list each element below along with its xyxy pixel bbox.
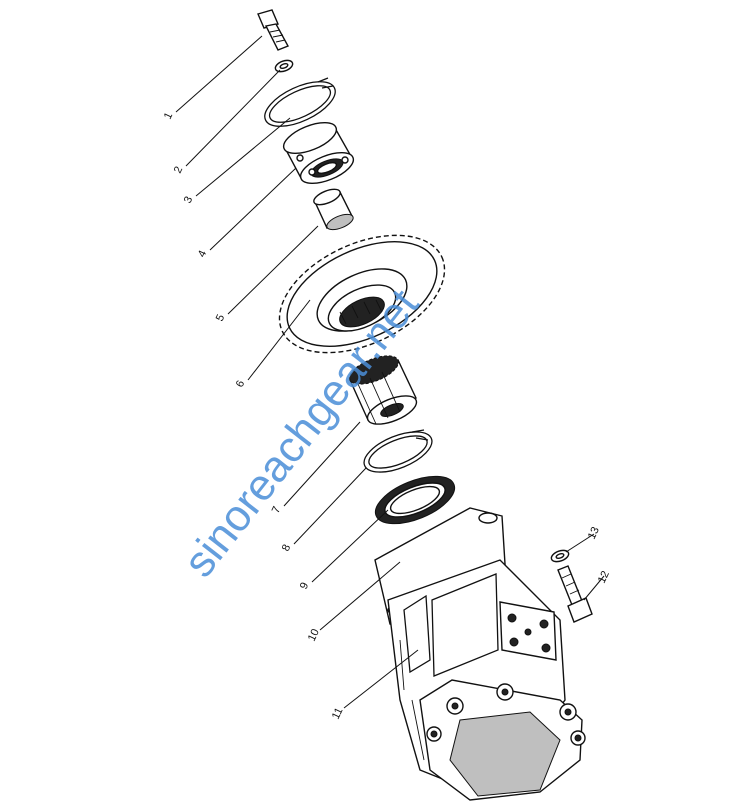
- callout-3: 3: [182, 195, 195, 206]
- callout-13: 13: [586, 525, 602, 541]
- callout-7: 7: [270, 505, 283, 516]
- callout-2: 2: [172, 165, 185, 176]
- part-1-bolt: [257, 9, 289, 51]
- part-3-bearing: [282, 122, 355, 184]
- part-13-washer: [550, 549, 570, 563]
- callout-10: 10: [306, 627, 322, 643]
- part-11-pump-body: [374, 507, 586, 801]
- callout-6: 6: [234, 379, 247, 390]
- part-3-circlip: [264, 77, 336, 127]
- part-12-bolt: [557, 565, 593, 623]
- part-9-oil-seal: [374, 475, 456, 525]
- callout-4: 4: [196, 249, 209, 260]
- callout-5: 5: [214, 313, 227, 324]
- leader-lines: [175, 35, 605, 709]
- callout-1: 1: [162, 111, 175, 122]
- part-2-washer: [274, 59, 294, 73]
- part-8-circlip: [363, 429, 433, 473]
- callout-11: 11: [330, 706, 346, 721]
- callout-numbers: 1 2 3 4 5 6 7 8 9 10 11 12 13: [162, 111, 612, 722]
- callout-9: 9: [298, 581, 311, 592]
- part-7-pinion-shaft: [349, 355, 418, 425]
- callout-8: 8: [280, 543, 293, 554]
- callout-12: 12: [596, 569, 612, 585]
- part-6-gear: [278, 234, 446, 354]
- part-4-sleeve: [313, 188, 354, 231]
